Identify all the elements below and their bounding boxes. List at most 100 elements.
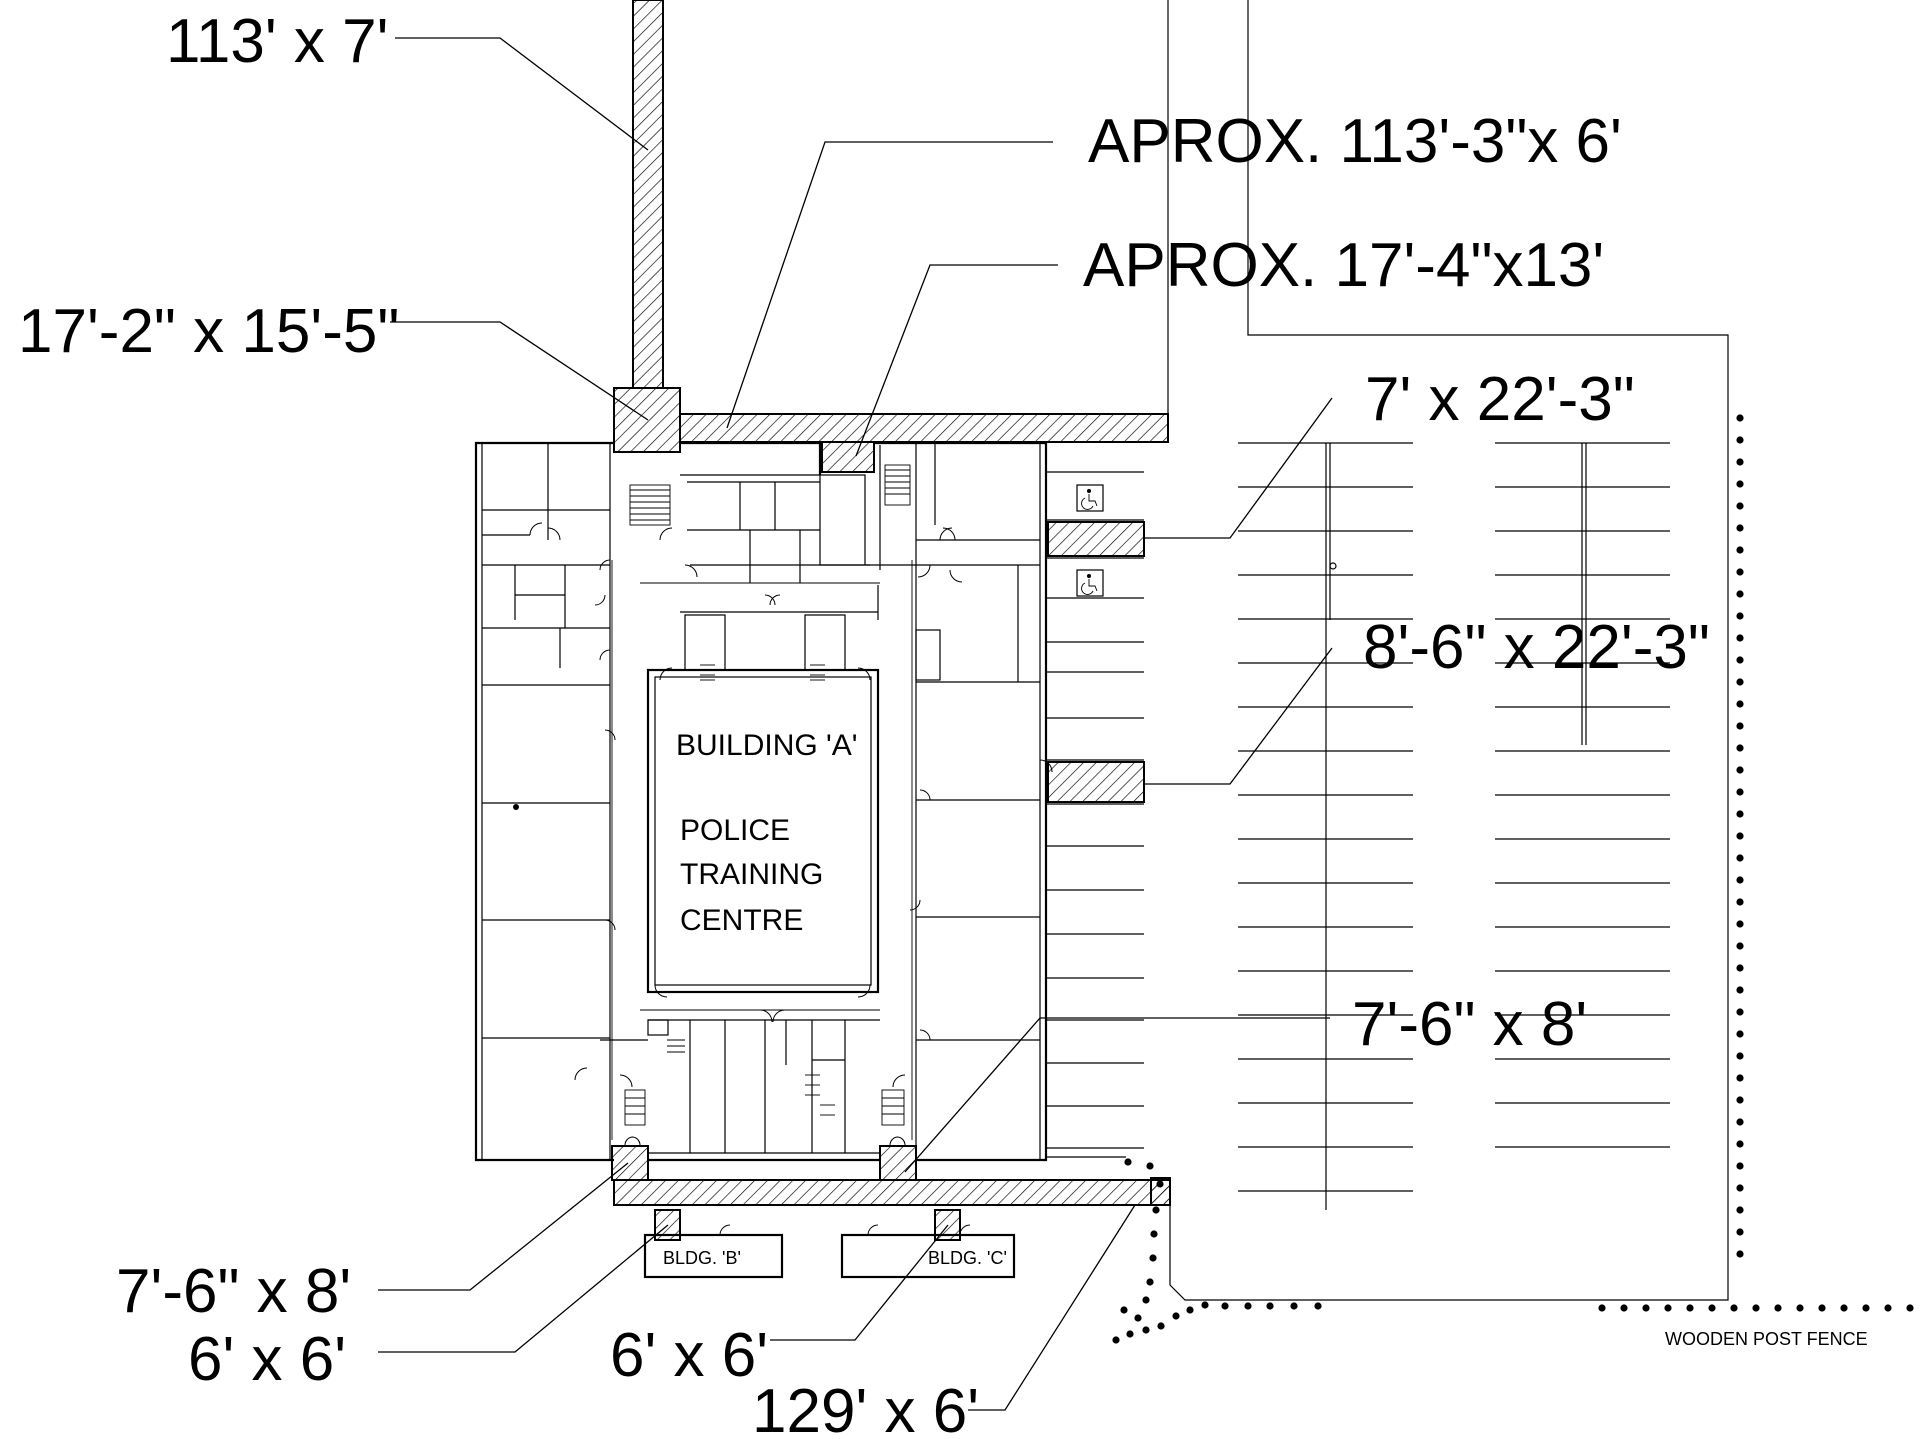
- fence-post: [1598, 1304, 1606, 1312]
- fence-post: [1736, 942, 1744, 950]
- dimension-labels: 113' x 7' 17'-2" x 15'-5" APROX. 113'-3"…: [18, 7, 1710, 1439]
- building-name: BUILDING 'A': [676, 729, 858, 762]
- fence-post: [1126, 1330, 1134, 1338]
- building-b: BLDG. 'B': [643, 1224, 784, 1279]
- dim-north-walk: APROX. 113'-3"x 6': [1088, 107, 1622, 176]
- building-c-label: BLDG. 'C': [928, 1248, 1007, 1268]
- fence-post: [1124, 1158, 1132, 1166]
- fence-post: [1736, 1228, 1744, 1236]
- fence-post: [1142, 1296, 1150, 1304]
- leader-lines: [378, 37, 1333, 1411]
- building-use-line-3: CENTRE: [680, 904, 803, 937]
- fence-post: [1736, 436, 1744, 444]
- fence-post: [1840, 1304, 1848, 1312]
- fence-post: [1736, 502, 1744, 510]
- fence-post: [1120, 1306, 1128, 1314]
- fence-post: [1314, 1302, 1322, 1310]
- fence-post: [1736, 1096, 1744, 1104]
- fence-post: [1796, 1304, 1804, 1312]
- fence-post: [1736, 788, 1744, 796]
- fence-post: [1244, 1302, 1252, 1310]
- fence-label: WOODEN POST FENCE: [1665, 1329, 1868, 1349]
- fence-post: [1736, 1052, 1744, 1060]
- doors: [529, 522, 1053, 1146]
- east-ramp-1: [1047, 521, 1145, 557]
- dim-south-walk: 129' x 6': [752, 1377, 979, 1439]
- building-c: BLDG. 'C': [840, 1224, 1016, 1279]
- fence-post: [1736, 832, 1744, 840]
- fence-post: [1134, 1314, 1142, 1322]
- fence-post: [1152, 1206, 1160, 1214]
- dim-east-ramp-1: 7' x 22'-3": [1365, 365, 1635, 434]
- fence-post: [1736, 524, 1744, 532]
- fence-post: [1736, 722, 1744, 730]
- fence-post: [1150, 1230, 1158, 1238]
- fence-post: [1146, 1278, 1154, 1286]
- fence-post: [1186, 1306, 1194, 1314]
- fence-post: [1736, 744, 1744, 752]
- accessible-parking-icon: [1076, 569, 1104, 597]
- fence-post: [1736, 480, 1744, 488]
- fence-post: [1736, 414, 1744, 422]
- fence-post: [1266, 1302, 1274, 1310]
- fence-post: [1736, 1030, 1744, 1038]
- dim-east-pad: 7'-6" x 8': [1352, 990, 1587, 1059]
- dim-corner-pad: 17'-2" x 15'-5": [18, 297, 399, 366]
- south-walkway: [613, 1179, 1171, 1206]
- fence-post: [1686, 1304, 1694, 1312]
- dim-east-ramp-2: 8'-6" x 22'-3": [1363, 613, 1710, 682]
- dim-top-walk: 113' x 7': [166, 7, 388, 76]
- fence-post: [1149, 1254, 1157, 1262]
- fence-post: [1752, 1304, 1760, 1312]
- fence-post: [1736, 634, 1744, 642]
- fence-post: [1201, 1301, 1209, 1309]
- fence-post: [1736, 1206, 1744, 1214]
- stairs: [624, 464, 911, 1126]
- fence-post: [1736, 1008, 1744, 1016]
- fence-post: [1736, 898, 1744, 906]
- parking-lot: [1046, 442, 1670, 1210]
- fence-post: [1642, 1304, 1650, 1312]
- fence-post: [1736, 656, 1744, 664]
- building-label: BUILDING 'A' POLICE TRAINING CENTRE: [676, 729, 858, 937]
- fence-post: [1736, 1184, 1744, 1192]
- fence-post: [1290, 1302, 1298, 1310]
- fence-post: [1736, 920, 1744, 928]
- paved-areas: [611, 0, 1171, 1241]
- fence-post: [1664, 1304, 1672, 1312]
- fence-post: [1730, 1304, 1738, 1312]
- building-a-outline: [474, 441, 1048, 1162]
- se-pad: [879, 1145, 917, 1181]
- building-use-line-2: TRAINING: [680, 858, 823, 891]
- fence-post: [1736, 766, 1744, 774]
- accessible-parking-icon: [1076, 484, 1104, 512]
- fence-post: [1906, 1304, 1914, 1312]
- dim-north-pad: APROX. 17'-4"x13': [1083, 231, 1604, 300]
- fence-post: [1736, 876, 1744, 884]
- fence-post: [1736, 1140, 1744, 1148]
- fence-post: [1736, 590, 1744, 598]
- fence-post: [1736, 700, 1744, 708]
- fence-post: [1112, 1336, 1120, 1344]
- fence-post: [1736, 546, 1744, 554]
- fence-post: [1736, 986, 1744, 994]
- dim-bldg-b-pad: 6' x 6': [188, 1325, 346, 1394]
- building-b-label: BLDG. 'B': [663, 1248, 741, 1268]
- dim-bldg-c-pad: 6' x 6': [610, 1321, 768, 1390]
- fence-post: [1736, 1118, 1744, 1126]
- fence-post: [1736, 1162, 1744, 1170]
- fence-post: [1736, 458, 1744, 466]
- east-ramp-2: [1047, 761, 1145, 803]
- fence-post: [1862, 1304, 1870, 1312]
- fence-post: [1736, 810, 1744, 818]
- fence-post: [1818, 1304, 1826, 1312]
- north-walkway: [679, 413, 1169, 443]
- fence-post: [1157, 1322, 1165, 1330]
- fence-post: [1736, 612, 1744, 620]
- fence-post: [1736, 854, 1744, 862]
- fence-post: [1736, 1250, 1744, 1258]
- fence-post: [1736, 1074, 1744, 1082]
- building-use-line-1: POLICE: [680, 814, 790, 847]
- wooden-post-fence: [1112, 414, 1914, 1344]
